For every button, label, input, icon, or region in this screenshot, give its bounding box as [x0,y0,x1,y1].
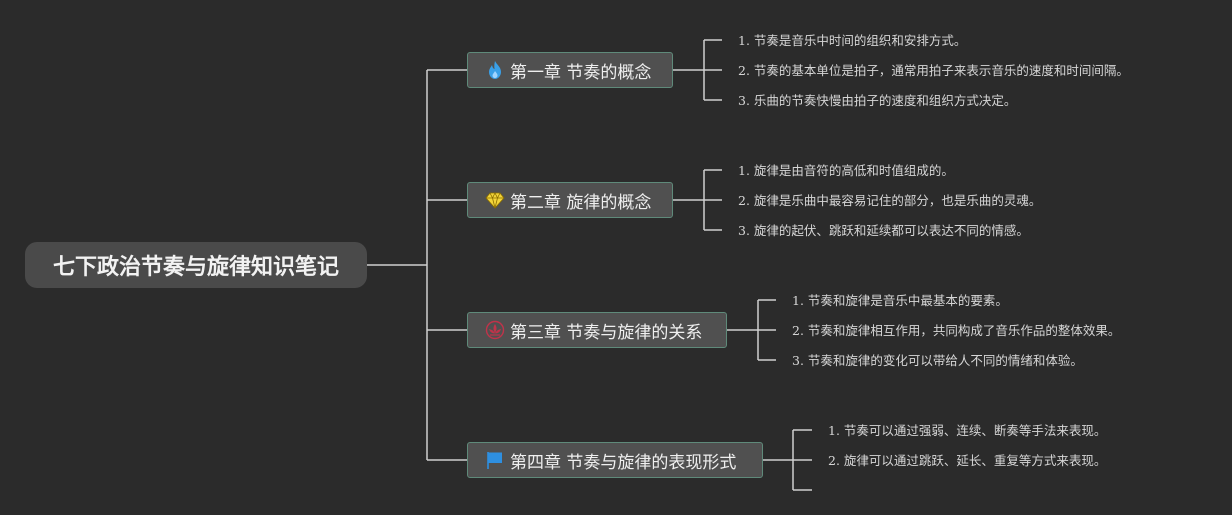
chapter-3-item-3[interactable]: 3. 节奏和旋律的变化可以带给人不同的情绪和体验。 [792,353,1083,368]
lotus-icon [484,319,506,341]
chapter-3-item-2[interactable]: 2. 节奏和旋律相互作用，共同构成了音乐作品的整体效果。 [792,323,1121,338]
chapter-1-item-3[interactable]: 3. 乐曲的节奏快慢由拍子的速度和组织方式决定。 [738,93,1017,108]
root-topic-label: 七下政治节奏与旋律知识笔记 [52,255,339,280]
chapter-2-node[interactable]: 第二章 旋律的概念 [467,182,673,218]
chapter-2-item-1[interactable]: 1. 旋律是由音符的高低和时值组成的。 [738,163,954,178]
chapter-3-label: 第三章 节奏与旋律的关系 [510,322,703,343]
chapter-4-item-2[interactable]: 2. 旋律可以通过跳跃、延长、重复等方式来表现。 [828,453,1107,468]
chapter-1-item-2[interactable]: 2. 节奏的基本单位是拍子，通常用拍子来表示音乐的速度和时间间隔。 [738,63,1129,78]
fire-icon [484,59,506,81]
chapter-3-node[interactable]: 第三章 节奏与旋律的关系 [467,312,727,348]
chapter-4-node[interactable]: 第四章 节奏与旋律的表现形式 [467,442,763,478]
chapter-1-node[interactable]: 第一章 节奏的概念 [467,52,673,88]
root-topic[interactable]: 七下政治节奏与旋律知识笔记 [25,242,367,288]
diamond-icon [484,189,506,211]
flag-icon [484,449,506,471]
chapter-2-item-3[interactable]: 3. 旋律的起伏、跳跃和延续都可以表达不同的情感。 [738,223,1029,238]
chapter-4-label: 第四章 节奏与旋律的表现形式 [510,452,737,473]
chapter-3-item-1[interactable]: 1. 节奏和旋律是音乐中最基本的要素。 [792,293,1008,308]
chapter-4-item-1[interactable]: 1. 节奏可以通过强弱、连续、断奏等手法来表现。 [828,423,1107,438]
chapter-1-item-1[interactable]: 1. 节奏是音乐中时间的组织和安排方式。 [738,33,967,48]
chapter-1-label: 第一章 节奏的概念 [510,62,652,83]
chapter-2-item-2[interactable]: 2. 旋律是乐曲中最容易记住的部分，也是乐曲的灵魂。 [738,193,1042,208]
chapter-2-label: 第二章 旋律的概念 [510,192,652,213]
